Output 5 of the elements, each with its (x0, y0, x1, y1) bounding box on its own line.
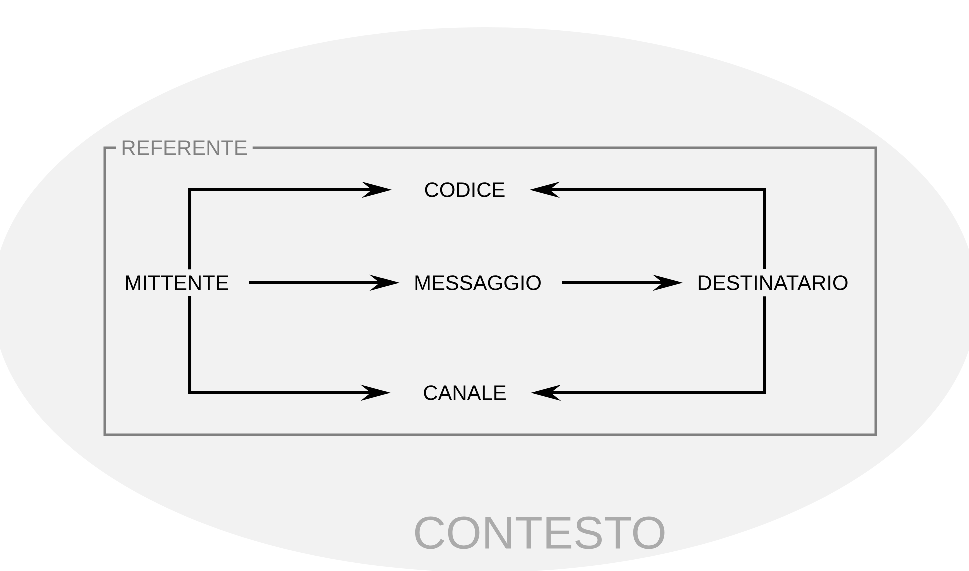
node-label: MITTENTE (126, 276, 228, 290)
node-label: MESSAGGIO (416, 276, 541, 290)
node-label: CANALE (424, 386, 506, 400)
node-label: CODICE (425, 182, 505, 198)
node-label: DESTINATARIO (698, 276, 848, 290)
